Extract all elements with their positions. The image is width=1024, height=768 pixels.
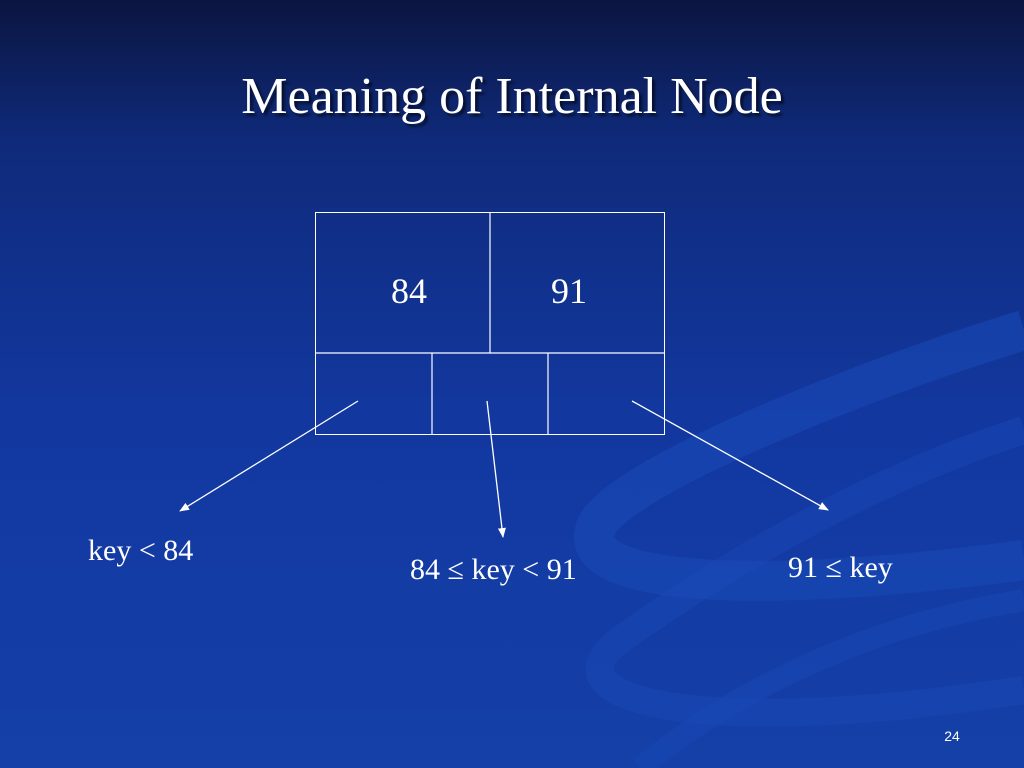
right-pointer-arrow	[631, 400, 829, 511]
internal-node: 84 91	[315, 212, 665, 435]
right-range-label: 91 ≤ key	[788, 551, 893, 584]
node-grid	[315, 212, 665, 435]
node-key-2: 91	[551, 271, 587, 311]
slide-number: 24	[944, 728, 960, 744]
left-range-label: key < 84	[88, 534, 194, 567]
middle-range-label: 84 ≤ key < 91	[410, 553, 577, 586]
node-key-1: 84	[391, 271, 427, 311]
slide-title: Meaning of Internal Node	[241, 68, 783, 125]
middle-pointer-arrow	[486, 400, 506, 538]
left-pointer-arrow	[179, 400, 359, 512]
